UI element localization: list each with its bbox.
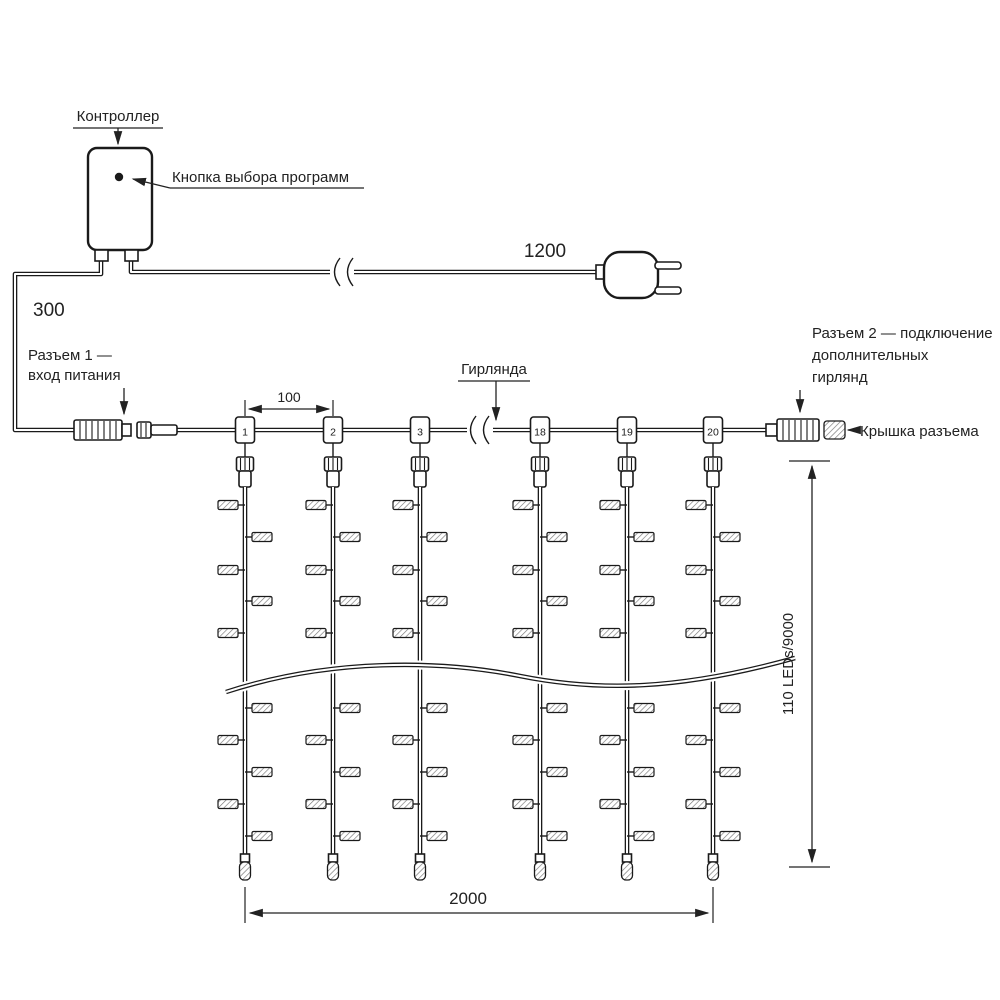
junction-number: 18 xyxy=(534,427,546,439)
junction-number: 20 xyxy=(707,427,719,439)
led-string-20 xyxy=(686,443,740,880)
junction-number: 1 xyxy=(242,427,248,439)
led-string-19 xyxy=(600,443,654,880)
controller-terminal-right xyxy=(124,249,139,262)
dim-height-label: 110 LEDs/9000 xyxy=(780,613,797,715)
junction-number: 19 xyxy=(621,427,633,439)
connector2-label-line1: Разъем 2 — подключение xyxy=(812,325,993,342)
label-controller: Контроллер xyxy=(73,108,163,146)
junction-box-19: 19 xyxy=(616,416,638,444)
controller xyxy=(86,146,154,262)
led-strings xyxy=(218,443,740,880)
plug-body xyxy=(602,250,660,300)
label-garland: Гирлянда xyxy=(458,361,530,422)
dim-width: 2000 xyxy=(244,887,714,923)
program-button-label: Кнопка выбора программ xyxy=(172,169,349,186)
label-connector-1: Разъем 1 — вход питания xyxy=(28,347,129,416)
led-string-1 xyxy=(218,443,272,880)
connector1-label-line1: Разъем 1 — xyxy=(28,347,112,364)
connector-1 xyxy=(73,419,178,441)
cord-break-mark xyxy=(346,257,354,287)
garland-bus-cable xyxy=(177,415,766,445)
controller-box xyxy=(86,146,154,252)
power-plug xyxy=(595,250,682,300)
dim-height: 110 LEDs/9000 xyxy=(780,460,830,868)
junction-number: 2 xyxy=(330,427,336,439)
mains-cord-cable xyxy=(131,257,600,287)
label-connector-2: Разъем 2 — подключение дополнительных ги… xyxy=(795,325,993,414)
controller-label: Контроллер xyxy=(77,108,160,125)
garland-label: Гирлянда xyxy=(461,361,527,378)
label-program-button: Кнопка выбора программ xyxy=(131,169,364,189)
led-string-18 xyxy=(513,443,567,880)
junction-box-3: 3 xyxy=(409,416,431,444)
controller-terminal-left xyxy=(94,249,109,262)
connector1-label-line2: вход питания xyxy=(28,367,121,384)
connector2-label-line2: дополнительных xyxy=(812,347,929,364)
program-button-dot xyxy=(114,172,124,182)
power-lead-cable xyxy=(15,260,101,430)
length-break-wave xyxy=(226,658,795,692)
junction-box-1: 1 xyxy=(234,416,256,444)
plug-pin-top xyxy=(654,261,682,270)
dim-100-label: 100 xyxy=(277,389,301,405)
cord-break-mark xyxy=(333,257,341,287)
junction-number: 3 xyxy=(417,427,423,439)
junction-box-18: 18 xyxy=(529,416,551,444)
dim-drop-spacing: 100 xyxy=(244,389,334,416)
connector-2 xyxy=(765,418,820,442)
cap-label: Крышка разъема xyxy=(860,423,979,440)
junction-box-20: 20 xyxy=(702,416,724,444)
connector2-label-line3: гирлянд xyxy=(812,369,868,386)
junction-box-2: 2 xyxy=(322,416,344,444)
plug-pin-bottom xyxy=(654,286,682,295)
dim-300-label: 300 xyxy=(33,300,65,321)
bus-break-mark xyxy=(482,415,490,445)
dim-1200-label: 1200 xyxy=(524,241,566,262)
dim-2000-label: 2000 xyxy=(449,889,487,908)
bus-break-mark xyxy=(469,415,477,445)
led-string-2 xyxy=(306,443,360,880)
label-cap: Крышка разъема xyxy=(846,423,979,440)
connector-cap xyxy=(823,420,846,440)
